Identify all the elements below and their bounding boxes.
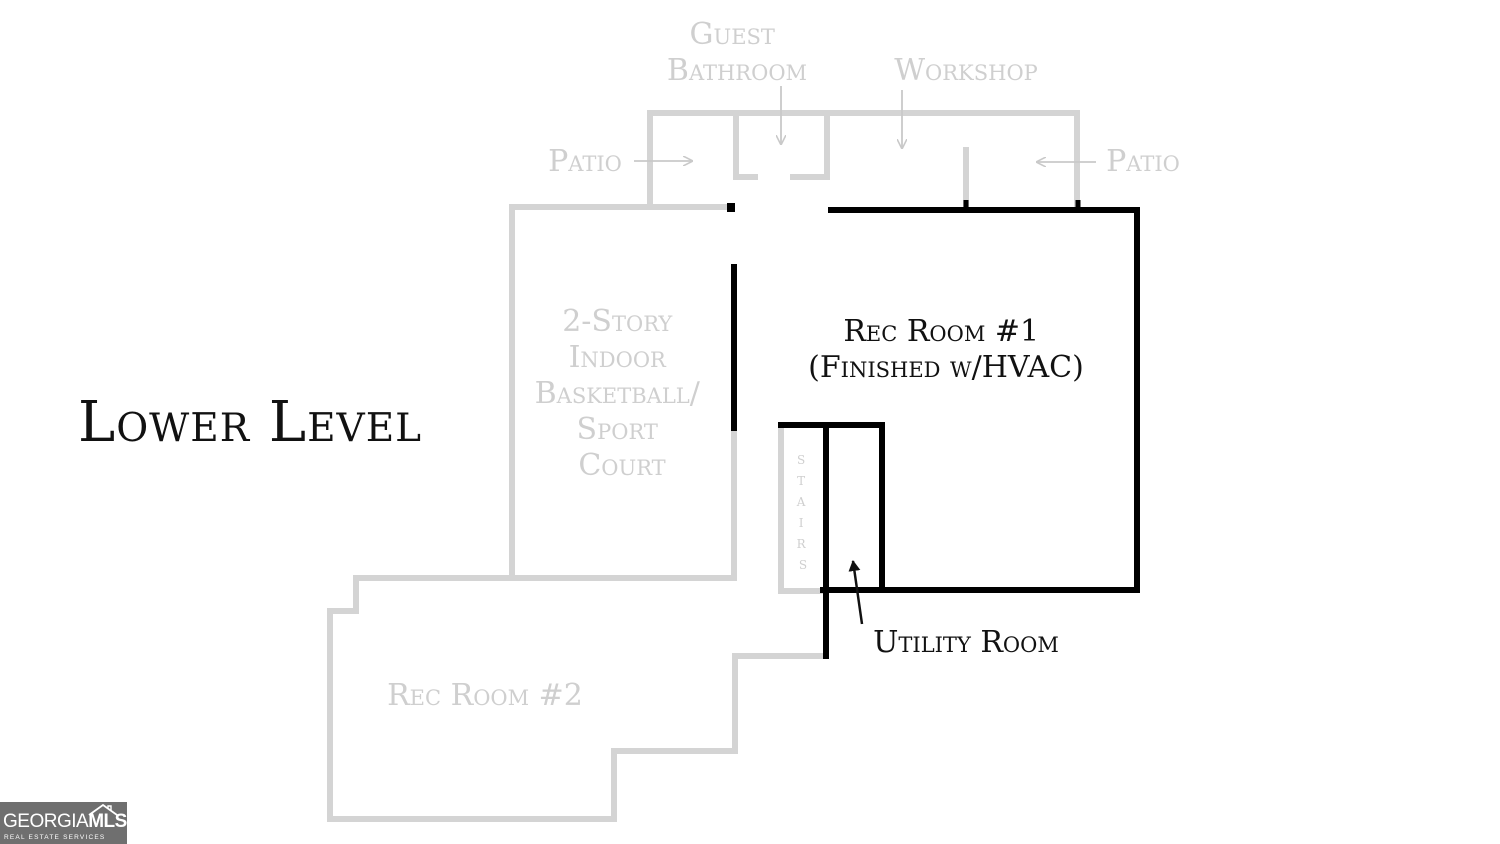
workshop-label: Workshop	[894, 53, 1038, 88]
utility-room-wall	[778, 422, 885, 593]
stairs-letter: A	[796, 495, 806, 509]
bathroom-wall	[733, 110, 758, 180]
sport-court-label: 2-Story Indoor Basketball/ Sport Court	[535, 304, 710, 483]
stairs-wall	[778, 427, 827, 594]
page-title: Lower Level	[78, 390, 422, 455]
sport-court-line-3: Basketball/	[535, 376, 701, 411]
sport-court-line-4: Sport	[577, 412, 658, 447]
stairs-letter: R	[797, 537, 807, 551]
rec-room-1-line-1: Rec Room #1	[843, 314, 1039, 349]
stairs-letter: T	[797, 474, 805, 488]
utility-room-label: Utility Room	[873, 625, 1059, 660]
sport-court-line-2: Indoor	[569, 340, 667, 375]
rec-room-1-line-2: (Finished w/HVAC)	[808, 350, 1084, 385]
sport-court-line-5: Court	[578, 448, 665, 483]
sport-court-line-1: 2-Story	[562, 304, 673, 339]
guest-bathroom-label: Guest Bathroom	[667, 17, 807, 88]
rec-room-1-wall	[828, 207, 1140, 593]
rec-room-1-label: Rec Room #1 (Finished w/HVAC)	[808, 314, 1084, 385]
patio-right-label: Patio	[1106, 144, 1180, 179]
rec-room-2-label: Rec Room #2	[387, 678, 583, 713]
unfinished-walls	[327, 110, 1080, 822]
stairs-letter: S	[797, 453, 805, 467]
stairs-letter: I	[799, 516, 804, 530]
unfinished-labels: Guest Bathroom Workshop Patio Patio 2-St…	[387, 17, 1180, 713]
watermark-brand-b: MLS	[88, 811, 127, 832]
stairs-label: S T A I R S	[796, 453, 810, 572]
stairs-letter: S	[799, 558, 807, 572]
guest-bathroom-line-1: Guest	[690, 17, 775, 52]
upper-wing-wall	[647, 110, 1080, 210]
finished-walls	[727, 203, 1140, 659]
patio-left-label: Patio	[548, 144, 622, 179]
arrow-utility-room	[848, 560, 864, 625]
house-roof-icon	[88, 804, 118, 816]
label-arrows	[634, 86, 1096, 162]
workshop-stub	[963, 200, 1081, 210]
watermark-tagline: REAL ESTATE SERVICES	[4, 834, 106, 841]
watermark-brand: GEORGIAMLS	[3, 812, 127, 832]
bathroom-wall-right	[790, 110, 830, 180]
guest-bathroom-line-2: Bathroom	[667, 53, 807, 88]
door-stub	[727, 203, 735, 212]
georgia-mls-watermark: GEORGIAMLS REAL ESTATE SERVICES	[0, 802, 127, 844]
rec-room-2-wall	[327, 575, 827, 822]
watermark-brand-a: GEORGIA	[3, 811, 89, 832]
finished-labels: Rec Room #1 (Finished w/HVAC) Utility Ro…	[808, 314, 1084, 660]
